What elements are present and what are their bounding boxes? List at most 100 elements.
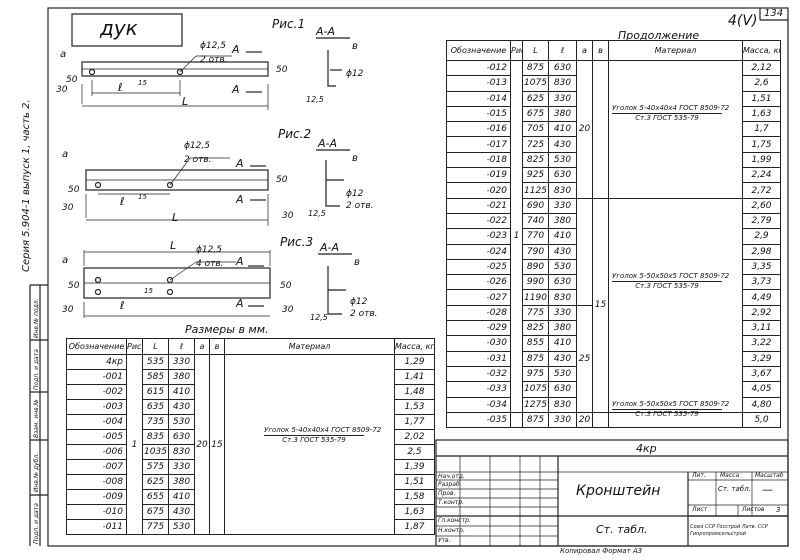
- row-designation: -008: [66, 474, 127, 490]
- row-l: 330: [548, 197, 577, 214]
- tb-role: Разраб.: [438, 481, 462, 488]
- row-L: 625: [522, 90, 549, 107]
- row-a: 25: [576, 304, 593, 413]
- row-L: 1035: [142, 444, 169, 460]
- dim-label: 12,5: [306, 95, 324, 104]
- row-designation: -023: [446, 228, 511, 245]
- material-bottom: Ст.3 ГОСТ 535-79: [282, 436, 346, 445]
- row-designation: -006: [66, 444, 127, 460]
- row-b: [592, 60, 609, 199]
- row-l: 430: [548, 243, 577, 260]
- row-mass: 1,7: [742, 121, 781, 138]
- dim-label: 50: [68, 185, 80, 195]
- dim-label: 30: [282, 305, 294, 315]
- row-L: 875: [522, 59, 549, 77]
- row-mass: 2,24: [742, 167, 781, 184]
- series-label: Серия 5.904-1 выпуск 1, часть 2.: [21, 99, 32, 272]
- dim-label: 30: [282, 211, 294, 221]
- row-l: 830: [548, 289, 577, 306]
- col-a: а: [194, 338, 210, 355]
- col-b: в: [592, 40, 609, 61]
- row-L: 890: [522, 258, 549, 276]
- row-designation: -017: [446, 136, 511, 153]
- col-material: Материал: [224, 338, 395, 355]
- row-mass: 2,9: [742, 228, 781, 245]
- dim-label: в: [352, 153, 358, 164]
- row-l: 410: [548, 228, 577, 245]
- row-designation: -005: [66, 429, 127, 445]
- row-mass: 2,6: [742, 75, 781, 92]
- section-cut: А: [236, 297, 244, 310]
- row-L: 1125: [522, 182, 549, 199]
- tb-role: Нач.отд.: [438, 473, 465, 480]
- row-designation: -033: [446, 381, 511, 398]
- row-l: 530: [168, 519, 195, 535]
- row-mass: 2,98: [742, 243, 781, 260]
- figure-title: Рис.2: [278, 127, 312, 141]
- row-b: 15: [592, 197, 609, 413]
- stamp-mark: 4(V): [728, 13, 758, 29]
- row-l: 330: [548, 304, 577, 322]
- tb-sheets-label: Листов: [742, 506, 765, 513]
- row-a: [576, 197, 593, 306]
- row-mass: 2,92: [742, 304, 781, 322]
- row-l: 330: [168, 354, 195, 370]
- left-table-material: Уголок 5-40х40х4 ГОСТ 8509-72 Ст.3 ГОСТ …: [264, 426, 381, 445]
- row-L: 1190: [522, 289, 549, 306]
- dim-label: 2 отв.: [350, 309, 378, 319]
- tb-material: Ст. табл.: [596, 523, 648, 536]
- tb-role: Т.контр.: [438, 499, 465, 506]
- col-designation: Обозначение: [66, 338, 127, 355]
- dim-label: 15: [144, 287, 153, 295]
- sizes-label: Размеры в мм.: [185, 323, 269, 336]
- row-l: 630: [548, 167, 577, 184]
- row-designation: -026: [446, 274, 511, 291]
- row-figure: [510, 411, 523, 429]
- strip-label: Подп. и дата: [33, 349, 40, 390]
- dim-label: ϕ12: [346, 189, 364, 199]
- row-mass: 1,53: [394, 399, 435, 415]
- row-mass: 1,48: [394, 384, 435, 400]
- row-l: 380: [168, 369, 195, 385]
- row-mass: 1,58: [394, 489, 435, 505]
- row-a: 20: [576, 411, 593, 429]
- row-b: 15: [209, 354, 225, 535]
- row-L: 535: [142, 354, 169, 370]
- row-designation: -024: [446, 243, 511, 260]
- row-figure: 1: [510, 60, 523, 413]
- tb-scale-value: —: [762, 483, 773, 496]
- continuation-label: Продолжение: [618, 29, 700, 42]
- row-l: 630: [168, 429, 195, 445]
- row-mass: 1,75: [742, 136, 781, 153]
- row-L: 675: [522, 105, 549, 123]
- tb-role: Гл.констр.: [438, 517, 471, 524]
- col-length-L: L: [522, 40, 549, 61]
- right-material-3: Уголок 5-50х50х5 ГОСТ 8509-72 Ст.3 ГОСТ …: [612, 400, 729, 418]
- dim-label: 50: [276, 175, 288, 185]
- row-l: 530: [168, 414, 195, 430]
- row-l: 410: [168, 384, 195, 400]
- row-designation: -002: [66, 384, 127, 400]
- row-l: 330: [168, 459, 195, 475]
- dim-label: L: [172, 211, 179, 224]
- dim-label: 2 отв.: [184, 155, 212, 165]
- section-cut: А: [232, 83, 240, 96]
- row-designation: -012: [446, 59, 511, 77]
- row-l: 410: [168, 489, 195, 505]
- dim-label: 2 отв.: [346, 201, 374, 211]
- row-l: 830: [548, 182, 577, 199]
- row-L: 925: [522, 167, 549, 184]
- right-material-2: Уголок 5-50х50х5 ГОСТ 8509-72 Ст.3 ГОСТ …: [612, 272, 729, 290]
